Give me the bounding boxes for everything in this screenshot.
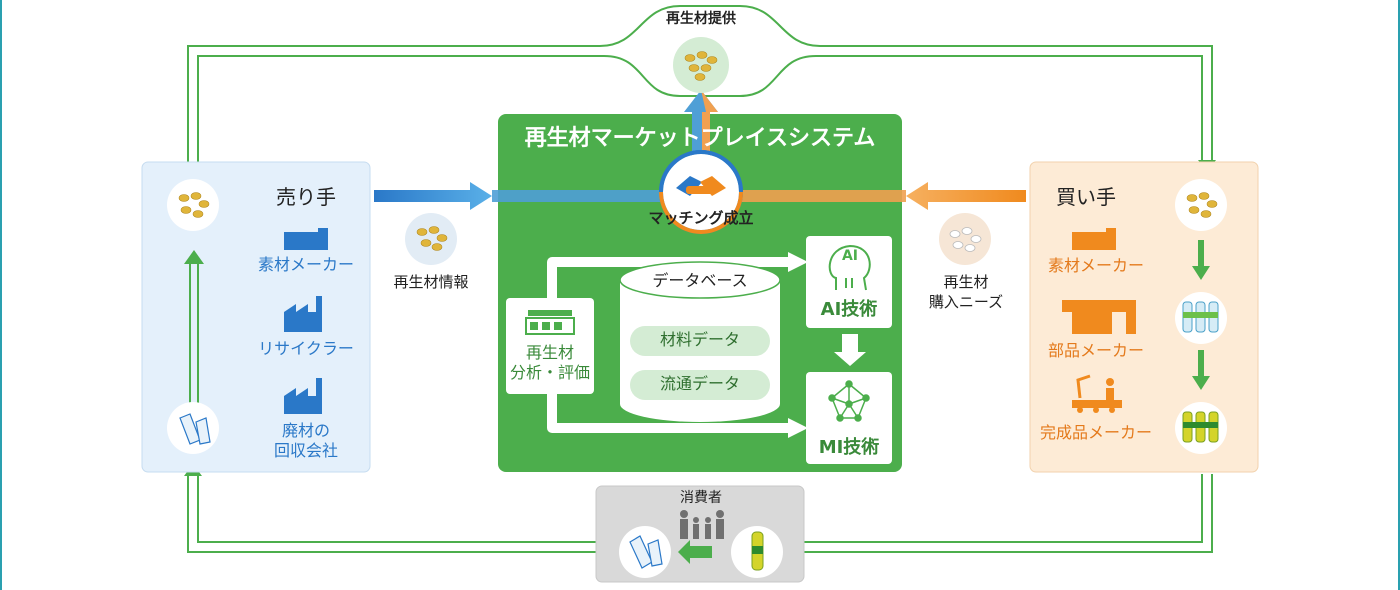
collector-factory-icon [284, 378, 322, 414]
network-icon [828, 380, 870, 422]
buyer-title: 買い手 [1056, 185, 1116, 209]
up-band-orange [700, 110, 710, 170]
buyer-factory-icons [1062, 228, 1136, 413]
matching-label: マッチング成立 [648, 209, 754, 227]
parts-factory-icon [1062, 300, 1136, 334]
family-icon [680, 510, 724, 539]
seller-item-collector-1: 廃材の [281, 421, 330, 440]
ai-icon-text: AI [841, 248, 859, 264]
top-loop [187, 5, 1213, 168]
analysis-line2: 分析・評価 [509, 363, 590, 382]
handshake-icon [676, 176, 726, 196]
seller-pellet-circle [167, 179, 219, 231]
crushed-bottle-icon [179, 413, 211, 445]
buyer-item-parts-maker: 部品メーカー [1047, 341, 1144, 360]
database-item-material: 材料データ [659, 330, 740, 349]
system-title: 再生材マーケットプレイスシステム [524, 126, 876, 151]
assembly-line-icon [1072, 374, 1122, 413]
buyer-material-factory-icon [1072, 228, 1116, 250]
seller-item-recycler: リサイクラー [258, 339, 354, 358]
buyer-item-material-maker: 素材メーカー [1047, 256, 1144, 275]
info-left-label: 再生材情報 [393, 273, 469, 291]
top-pellet-icon [684, 51, 718, 81]
right-border [1398, 0, 1400, 590]
buyer-needs-arrow [906, 182, 1026, 210]
bottom-loop [187, 474, 1213, 553]
seller-pellet-icon [178, 192, 210, 218]
consumer-label: 消費者 [680, 490, 722, 506]
buyer-item-product-maker: 完成品メーカー [1039, 423, 1152, 442]
mi-title: MI技術 [818, 437, 880, 458]
recycler-factory-icon [284, 296, 322, 332]
left-border [0, 0, 2, 590]
seller-title: 売り手 [276, 185, 336, 209]
tea-bottles-icon [1182, 411, 1219, 443]
info-right-line2: 購入ニーズ [928, 293, 1004, 311]
consumer-tea-bottle-icon [751, 531, 764, 571]
seller-item-material-maker: 素材メーカー [257, 255, 354, 274]
up-band-blue [692, 110, 702, 170]
seller-factory-icons [284, 228, 328, 414]
consumer-crushed-bottle-icon [629, 535, 663, 569]
seller-info-arrow [374, 182, 492, 210]
ai-to-mi-arrow [834, 334, 866, 366]
buyer-pellet-circle [1175, 179, 1227, 231]
analysis-line1: 再生材 [525, 343, 574, 362]
seller-up-arrow [184, 250, 204, 264]
top-pellet-circle [673, 37, 729, 93]
seller-info-circle [405, 213, 457, 265]
database-title: データベース [652, 271, 748, 290]
buyer-needs-circle [939, 213, 991, 265]
database-item-distribution: 流通データ [659, 374, 740, 393]
blue-band [492, 190, 682, 202]
buyer-pellet-icon [1186, 192, 1218, 218]
material-factory-icon [284, 228, 328, 250]
ai-box [806, 236, 892, 328]
database-cylinder [619, 261, 781, 422]
seller-up-arrow-line [189, 262, 199, 410]
ai-title: AI技術 [820, 299, 878, 320]
seller-info-pellet-icon [416, 226, 448, 251]
ai-head-icon [828, 244, 871, 291]
info-right-line1: 再生材 [943, 273, 989, 291]
consumer-arrow-left [678, 540, 712, 564]
analyzer-icon [525, 310, 575, 335]
top-provide-label: 再生材提供 [666, 11, 736, 27]
analysis-box [506, 298, 594, 394]
seller-item-collector-2: 回収会社 [273, 441, 338, 460]
orange-band [720, 190, 906, 202]
clear-bottles-icon [1182, 301, 1219, 333]
needs-pellet-icon [949, 227, 982, 252]
buyer-down-arrows [1192, 240, 1210, 390]
